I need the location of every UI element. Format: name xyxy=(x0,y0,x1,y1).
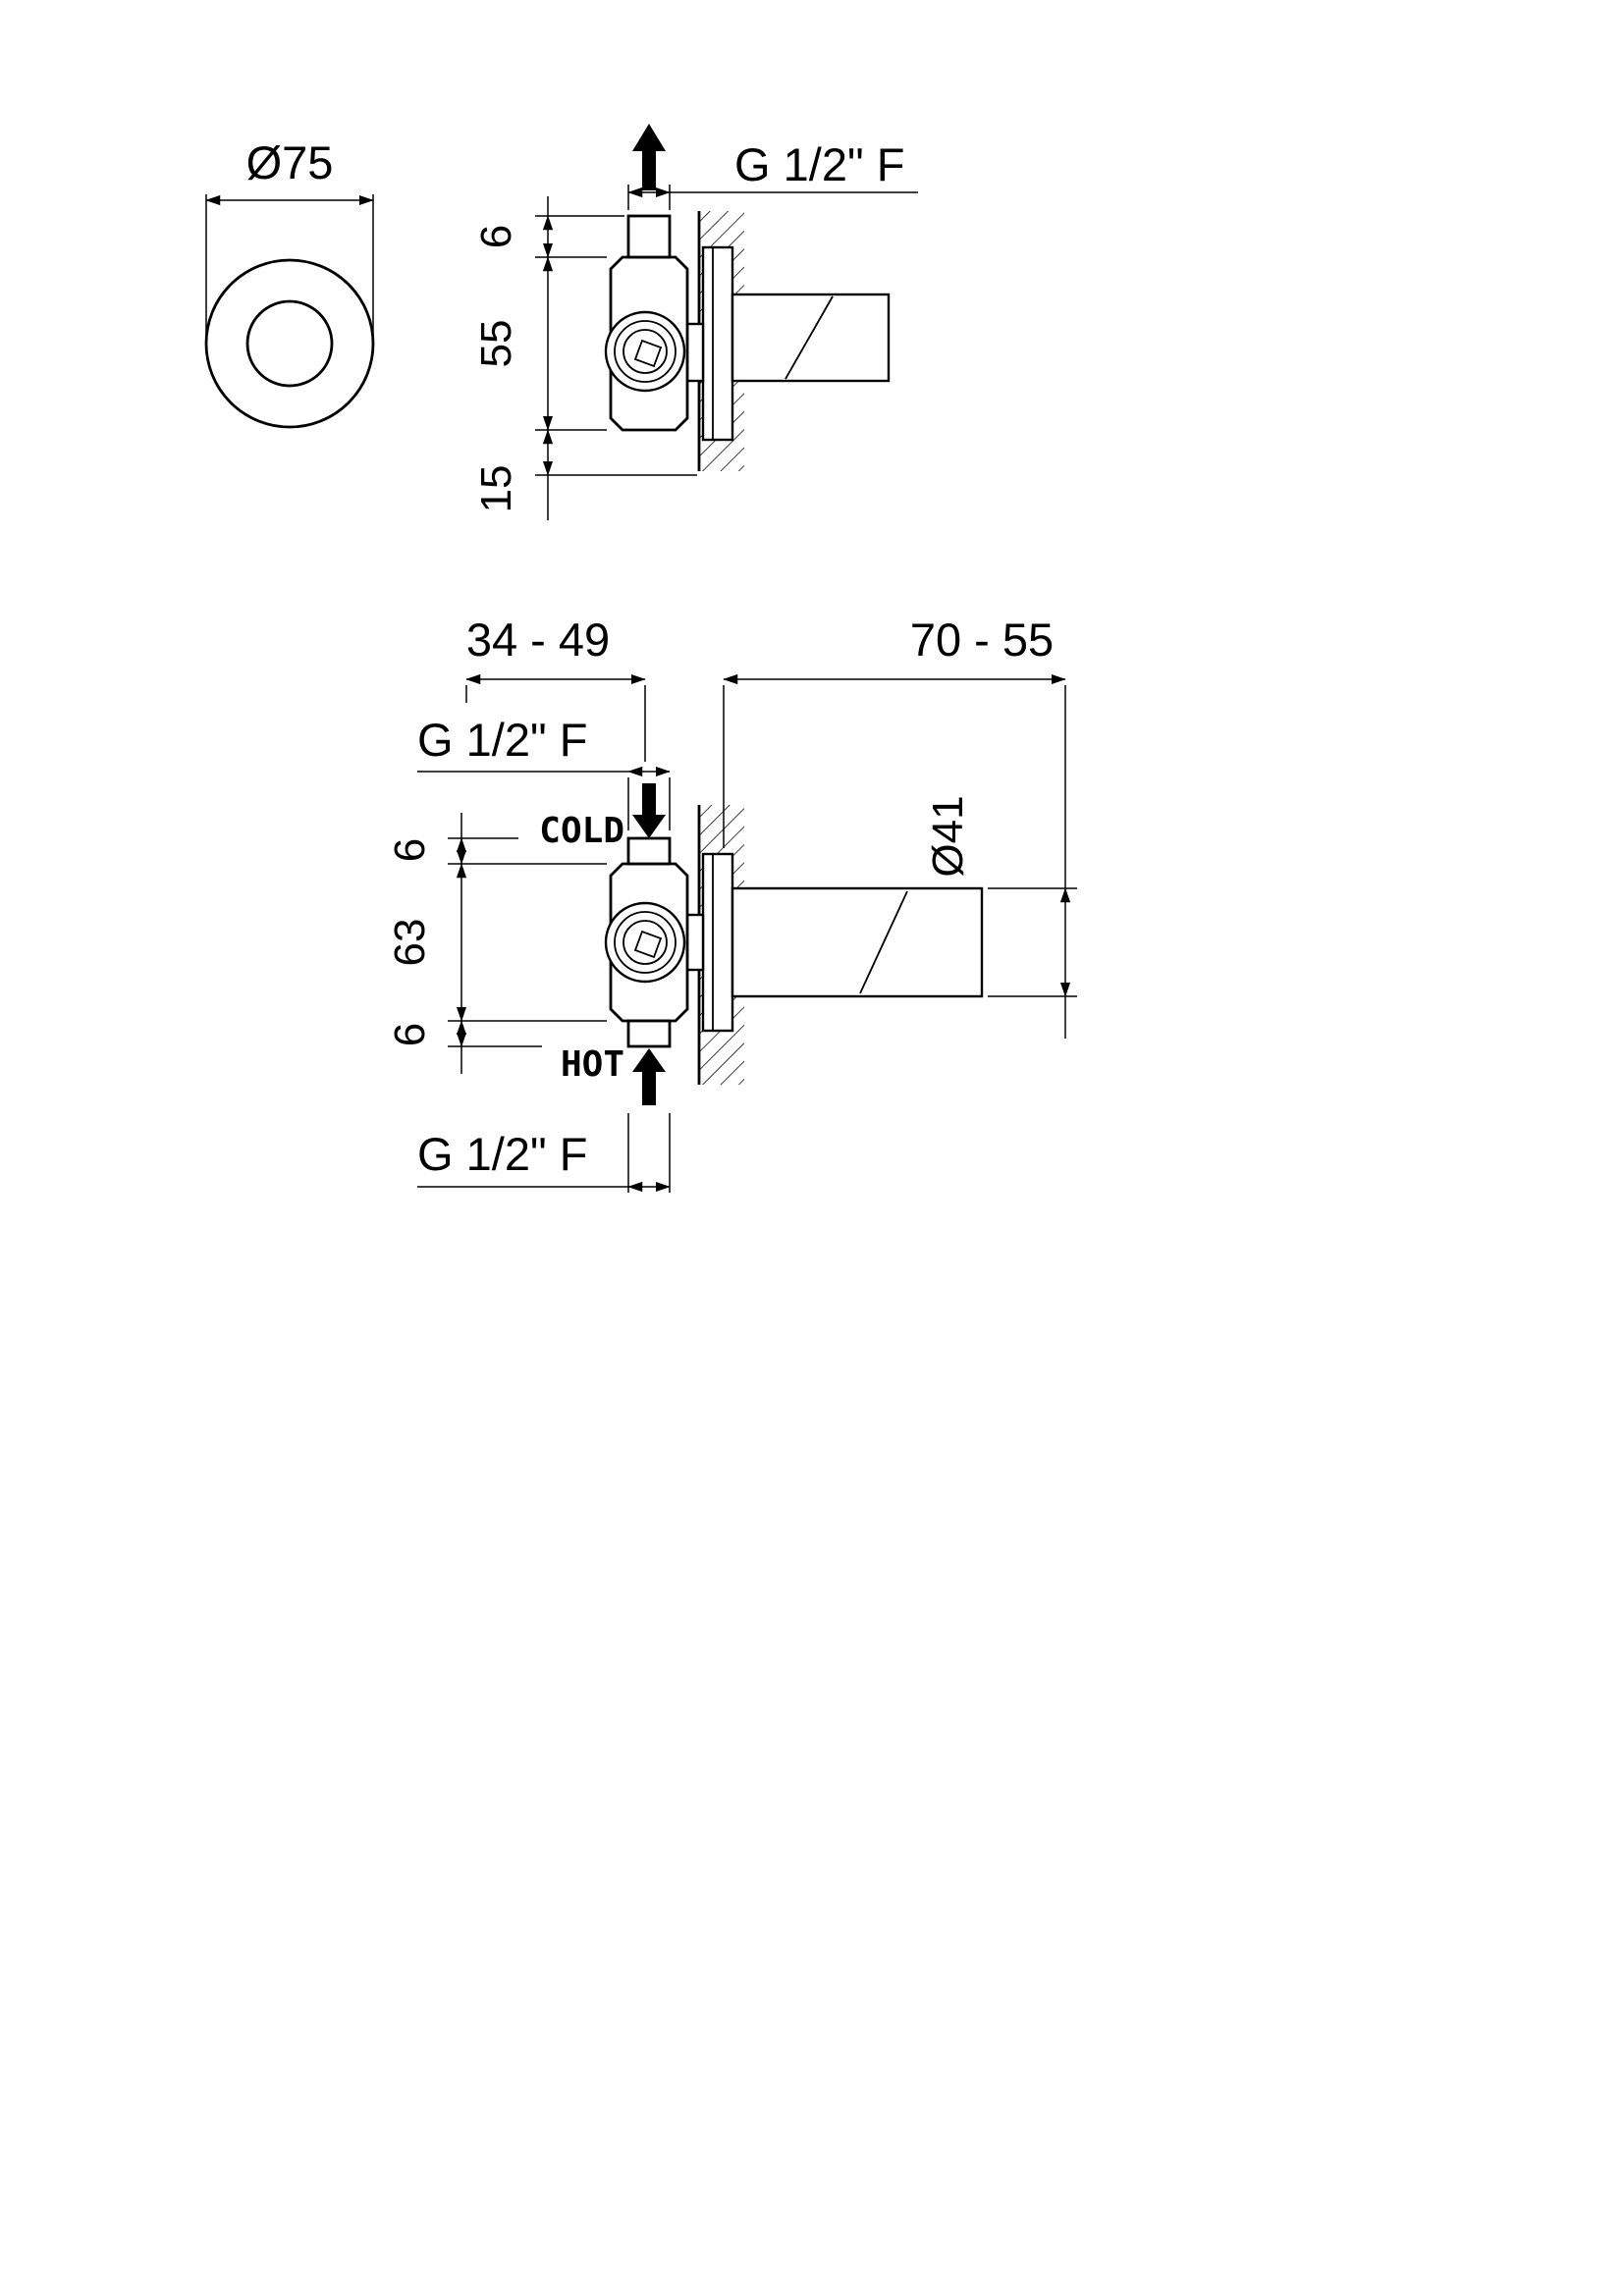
flow-arrow-up xyxy=(632,124,666,190)
diameter-41-label: Ø41 xyxy=(924,795,972,877)
valve-stem xyxy=(685,913,705,972)
cold-inlet-stub xyxy=(626,836,672,866)
valve-stem xyxy=(685,322,705,383)
cold-arrow-shaft xyxy=(642,783,656,815)
flow-arrow-up-shaft xyxy=(642,149,656,190)
flow-arrow-up-head xyxy=(632,124,666,151)
cold-flow-arrow-down xyxy=(632,783,666,838)
escutcheon-outer-circle xyxy=(204,258,375,429)
port-thread-circle xyxy=(614,911,677,974)
projection-range-label: 70 - 55 xyxy=(910,614,1054,666)
top-side-view: G 1/2" F 6 55 15 xyxy=(472,124,918,520)
depth-range-label: 34 - 49 xyxy=(466,614,610,666)
socket-polygon xyxy=(633,930,663,959)
cold-label: COLD xyxy=(539,811,624,851)
front-view: Ø75 xyxy=(204,136,375,429)
hot-label: HOT xyxy=(561,1044,624,1085)
port-bore-circle xyxy=(623,329,668,374)
escutcheon-plate xyxy=(701,245,734,442)
thread-bottom-label: G 1/2" F xyxy=(417,1128,587,1180)
diameter-75-label: Ø75 xyxy=(246,136,334,188)
dim-55-label: 55 xyxy=(472,320,520,368)
hot-flow-arrow-up xyxy=(632,1048,666,1105)
dim-6-label: 6 xyxy=(472,225,520,248)
handle-chamfer-line xyxy=(785,295,834,380)
bottom-side-view: COLD HOT 34 - 49 70 - 55 Ø41 G 1/2" F xyxy=(386,614,1077,1193)
inlet-port-stub xyxy=(626,214,672,259)
thread-top-label: G 1/2" F xyxy=(417,714,587,766)
port-bore-circle xyxy=(623,920,668,965)
knob-inner-circle xyxy=(245,299,334,388)
escutcheon-plate xyxy=(701,852,734,1033)
handle-cylinder xyxy=(731,886,984,998)
thread-label: G 1/2" F xyxy=(734,138,904,190)
cold-arrow-head xyxy=(632,815,666,838)
dim-63-label: 63 xyxy=(386,919,434,967)
dim-15-label: 15 xyxy=(472,465,520,513)
socket-polygon xyxy=(633,339,663,368)
port-boss-circle xyxy=(604,310,686,393)
handle-cylinder xyxy=(731,293,891,383)
hot-arrow-head xyxy=(632,1048,666,1072)
port-boss-circle xyxy=(604,901,686,984)
handle-chamfer-line xyxy=(859,890,908,994)
port-thread-circle xyxy=(614,320,677,383)
hot-arrow-shaft xyxy=(642,1072,656,1105)
hot-inlet-stub xyxy=(626,1019,672,1048)
dim-6-top-label: 6 xyxy=(386,838,434,862)
dim-6-bottom-label: 6 xyxy=(386,1023,434,1046)
